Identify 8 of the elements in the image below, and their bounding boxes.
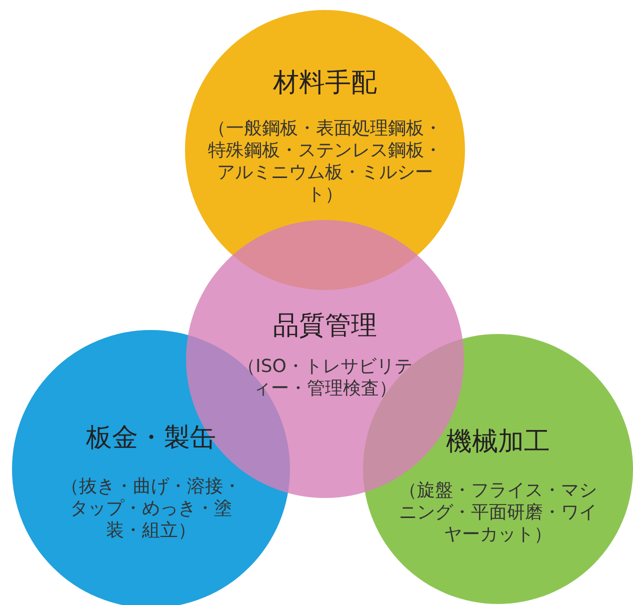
circle-heading: 機械加工 [446,426,550,459]
item-list-text: （ISO・トレサビリティー・管理検査） [236,356,414,400]
circle-heading: 板金・製缶 [86,422,216,455]
item-list-text: （抜き・曲げ・溶接・タップ・めっき・塗装・組立） [60,476,242,542]
circle-heading: 品質管理 [273,310,377,343]
item-list-text: （旋盤・フライス・マシニング・平面研磨・ワイヤーカット） [398,480,598,546]
item-list-text: （一般鋼板・表面処理鋼板・特殊鋼板・ステンレス鋼板・アルミニウム板・ミルシート） [207,118,443,206]
circle-heading: 材料手配 [273,67,377,100]
